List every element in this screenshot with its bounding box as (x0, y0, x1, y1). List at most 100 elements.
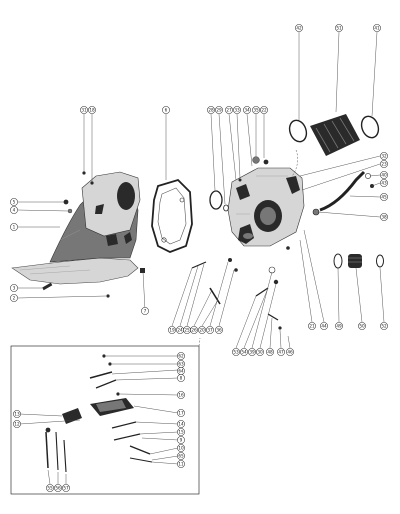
callout-19: 19 (168, 326, 176, 334)
callout-label-45: 45 (381, 195, 387, 200)
callout-44: 44 (320, 322, 328, 330)
left-small-parts (42, 171, 145, 298)
callout-49: 49 (335, 322, 343, 330)
callout-label-18: 18 (89, 108, 95, 113)
callout-label-41: 41 (374, 26, 380, 31)
callout-label-36: 36 (216, 328, 222, 333)
callout-label-13: 13 (14, 412, 20, 417)
callout-1: 1 (10, 223, 18, 231)
callout-10: 10 (177, 444, 185, 452)
o-ring (209, 190, 229, 212)
callout-7: 7 (141, 307, 149, 315)
callout-41: 41 (373, 24, 381, 32)
callout-label-11: 11 (178, 462, 184, 467)
callout-label-52: 52 (381, 324, 387, 329)
callout-13: 13 (13, 410, 21, 418)
callout-64: 64 (177, 367, 185, 375)
callout-label-26: 26 (191, 328, 197, 333)
callout-label-35: 35 (253, 108, 259, 113)
callout-63: 63 (177, 360, 185, 368)
callout-label-48: 48 (267, 350, 273, 355)
callout-label-16: 16 (178, 393, 184, 398)
callout-label-56: 56 (55, 486, 61, 491)
callout-label-53: 53 (233, 350, 239, 355)
callout-6: 6 (162, 106, 170, 114)
callout-label-24: 24 (177, 328, 183, 333)
callout-label-6: 6 (165, 108, 168, 113)
callout-39: 39 (248, 348, 256, 356)
callout-11: 11 (177, 460, 185, 468)
callout-40: 40 (380, 171, 388, 179)
callout-12: 12 (13, 420, 21, 428)
callout-label-47: 47 (278, 350, 284, 355)
callout-label-7: 7 (144, 309, 147, 314)
shift-bellows (333, 253, 384, 269)
callout-label-32: 32 (381, 154, 387, 159)
callout-label-37: 37 (207, 328, 213, 333)
callout-53: 53 (232, 348, 240, 356)
callout-label-39: 39 (249, 350, 255, 355)
callout-label-14: 14 (178, 422, 184, 427)
callout-27: 27 (225, 106, 233, 114)
callout-2: 2 (10, 294, 18, 302)
callout-label-22: 22 (261, 108, 267, 113)
callout-label-25: 25 (184, 328, 190, 333)
callout-label-8: 8 (180, 376, 183, 381)
callout-22: 22 (260, 106, 268, 114)
callout-55: 55 (46, 484, 54, 492)
callout-label-43: 43 (381, 181, 387, 186)
gear-housing (11, 171, 141, 285)
callout-label-31: 31 (81, 108, 87, 113)
callout-34: 34 (243, 106, 251, 114)
callout-label-3: 3 (13, 286, 16, 291)
callout-label-51: 51 (336, 26, 342, 31)
callout-label-33: 33 (234, 108, 240, 113)
callout-4: 4 (10, 206, 18, 214)
callout-label-44: 44 (321, 324, 327, 329)
callout-label-62: 62 (178, 354, 184, 359)
callout-21: 21 (308, 322, 316, 330)
callout-54: 54 (240, 348, 248, 356)
shift-hose (312, 170, 374, 216)
bell-housing (227, 167, 305, 247)
callout-65: 65 (177, 452, 185, 460)
callout-label-50: 50 (359, 324, 365, 329)
callout-48: 48 (266, 348, 274, 356)
callout-16: 16 (177, 391, 185, 399)
callout-label-23: 23 (381, 162, 387, 167)
callout-9: 9 (177, 436, 185, 444)
callout-31: 31 (80, 106, 88, 114)
callout-33: 33 (233, 106, 241, 114)
callout-label-28: 28 (208, 108, 214, 113)
callout-label-54: 54 (241, 350, 247, 355)
callout-label-9: 9 (180, 438, 183, 443)
callout-18: 18 (88, 106, 96, 114)
callout-37: 37 (206, 326, 214, 334)
callout-label-12: 12 (14, 422, 20, 427)
callout-38: 38 (380, 213, 388, 221)
callout-label-65: 65 (178, 454, 184, 459)
callout-20: 20 (198, 326, 206, 334)
callout-label-20: 20 (199, 328, 205, 333)
callout-62: 62 (177, 352, 185, 360)
callout-32: 32 (380, 152, 388, 160)
callout-label-10: 10 (178, 446, 184, 451)
leader-lines (17, 31, 385, 485)
callout-label-63: 63 (178, 362, 184, 367)
callout-label-30: 30 (257, 350, 263, 355)
callout-29: 29 (215, 106, 223, 114)
callout-36: 36 (215, 326, 223, 334)
callout-45: 45 (380, 193, 388, 201)
callout-label-38: 38 (381, 215, 387, 220)
callout-label-42: 42 (296, 26, 302, 31)
callout-17: 17 (177, 409, 185, 417)
callout-57: 57 (62, 484, 70, 492)
callout-label-19: 19 (169, 328, 175, 333)
callout-47: 47 (277, 348, 285, 356)
callout-56: 56 (54, 484, 62, 492)
callout-25: 25 (183, 326, 191, 334)
callout-46: 46 (286, 348, 294, 356)
callout-label-15: 15 (178, 430, 184, 435)
callout-label-55: 55 (47, 486, 53, 491)
